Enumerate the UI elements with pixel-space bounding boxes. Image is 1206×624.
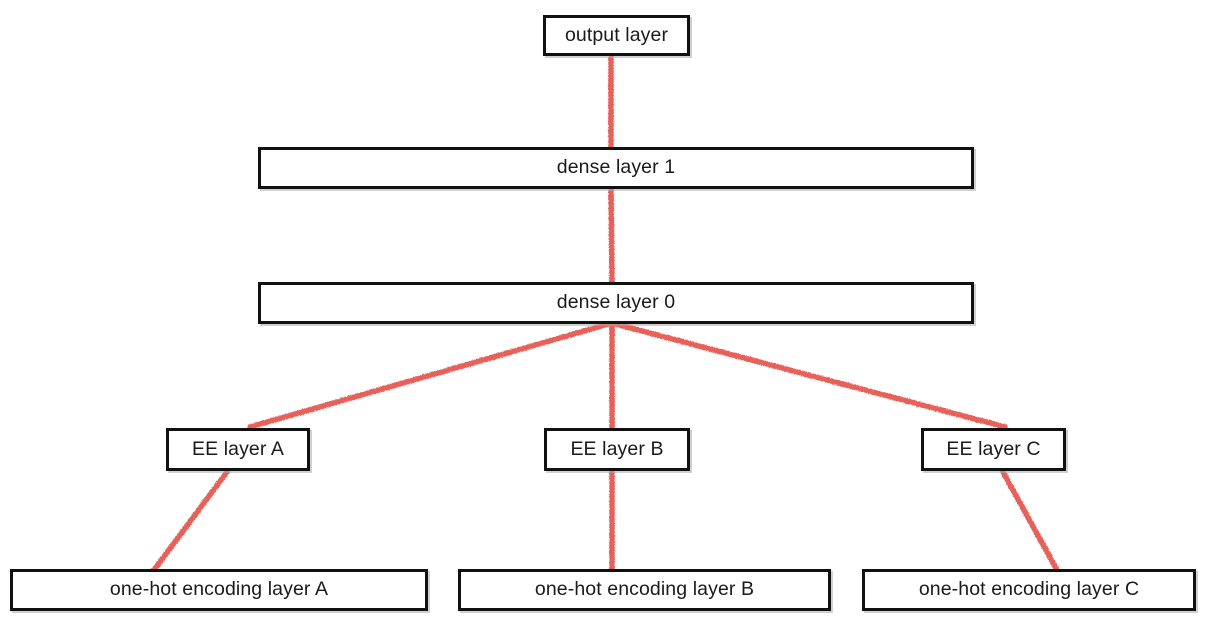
node-ee-layer-b[interactable]: EE layer B bbox=[544, 428, 690, 471]
edge-dense1-dense0 bbox=[608, 186, 615, 285]
node-label: dense layer 0 bbox=[556, 291, 676, 314]
node-label: EE layer C bbox=[946, 437, 1041, 460]
node-one-hot-encoding-layer-b[interactable]: one-hot encoding layer B bbox=[458, 569, 831, 611]
node-label: dense layer 1 bbox=[556, 156, 676, 179]
node-one-hot-encoding-layer-a[interactable]: one-hot encoding layer A bbox=[10, 569, 428, 611]
edge-ee-a-onehot-a bbox=[151, 469, 230, 573]
node-label: output layer bbox=[564, 23, 669, 46]
edge-dense0-ee-c bbox=[609, 320, 1008, 430]
edge-ee-c-onehot-c bbox=[1000, 469, 1060, 573]
node-ee-layer-c[interactable]: EE layer C bbox=[921, 428, 1066, 471]
node-label: EE layer A bbox=[191, 437, 285, 460]
node-dense-layer-1[interactable]: dense layer 1 bbox=[258, 147, 974, 189]
edge-dense0-ee-a bbox=[247, 320, 615, 430]
node-label: EE layer B bbox=[570, 437, 664, 460]
node-label: one-hot encoding layer A bbox=[109, 578, 329, 601]
node-dense-layer-0[interactable]: dense layer 0 bbox=[258, 282, 974, 324]
node-label: one-hot encoding layer B bbox=[534, 578, 755, 601]
node-label: one-hot encoding layer C bbox=[918, 578, 1140, 601]
node-one-hot-encoding-layer-c[interactable]: one-hot encoding layer C bbox=[862, 569, 1196, 611]
node-ee-layer-a[interactable]: EE layer A bbox=[166, 428, 310, 471]
node-output-layer[interactable]: output layer bbox=[543, 15, 690, 56]
